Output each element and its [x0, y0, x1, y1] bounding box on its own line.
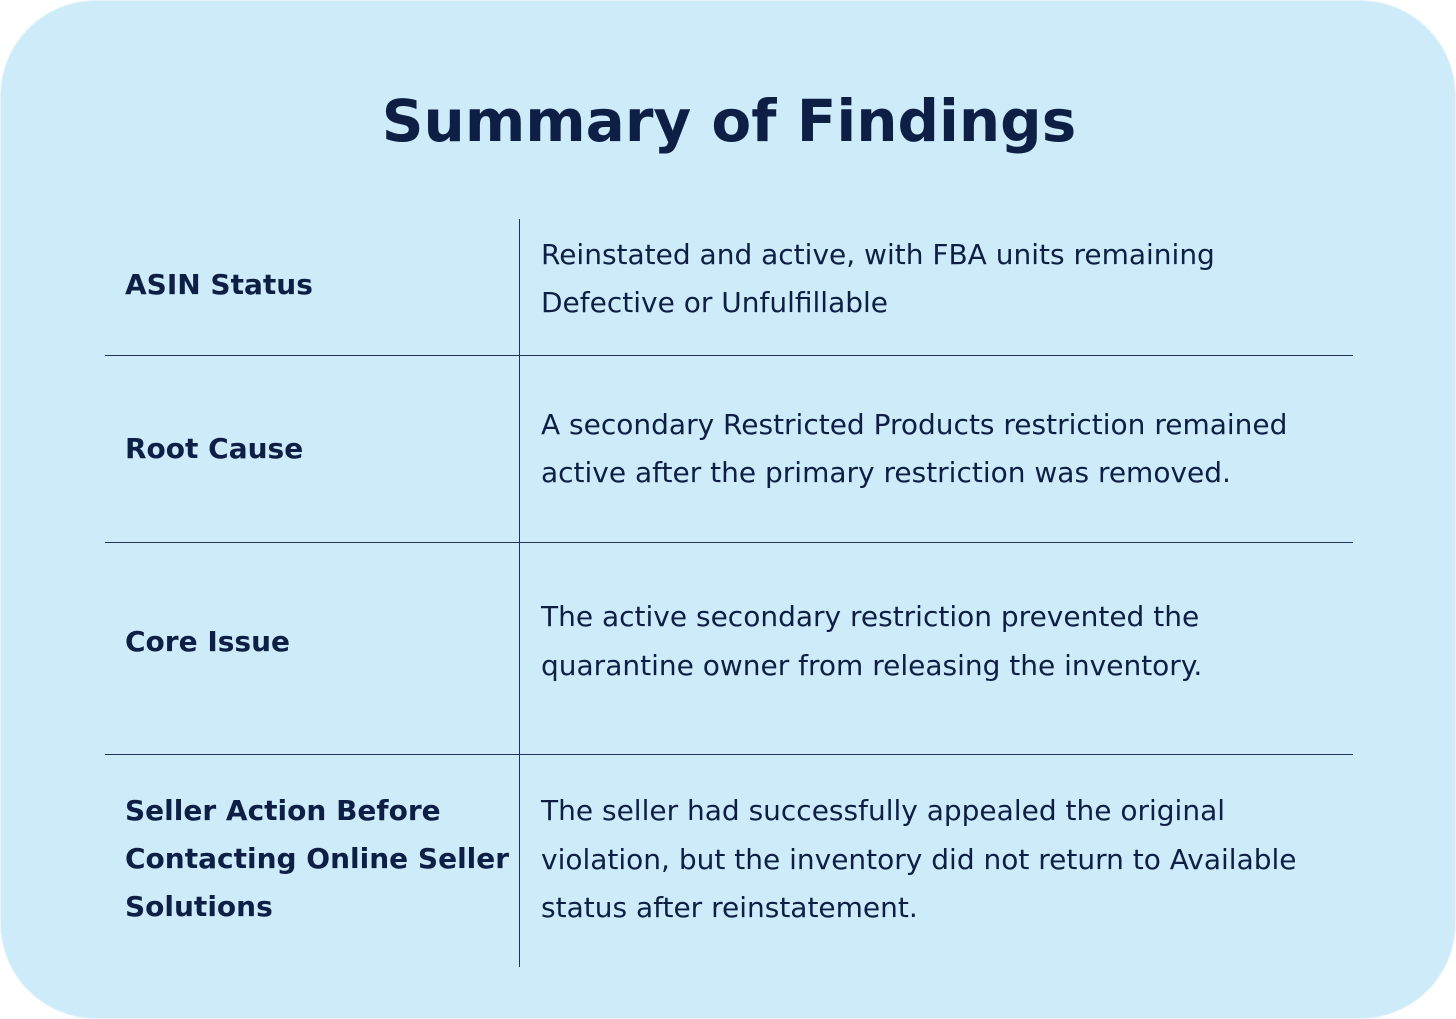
table-row-seller-action: Seller Action Before Contacting Online S… — [105, 755, 1353, 967]
table-row-asin-status: ASIN Status Reinstated and active, with … — [105, 219, 1353, 356]
row-value: Reinstated and active, with FBA units re… — [541, 237, 1215, 320]
row-label: Root Cause — [105, 356, 520, 542]
row-label: Core Issue — [105, 543, 520, 754]
findings-table: ASIN Status Reinstated and active, with … — [105, 219, 1353, 967]
row-label: ASIN Status — [105, 219, 520, 355]
page-title: Summary of Findings — [381, 87, 1077, 155]
row-value: A secondary Restricted Products restrict… — [541, 407, 1288, 490]
row-label: Seller Action Before Contacting Online S… — [105, 755, 520, 967]
table-row-root-cause: Root Cause A secondary Restricted Produc… — [105, 356, 1353, 543]
table-row-core-issue: Core Issue The active secondary restrict… — [105, 543, 1353, 755]
row-value: The active secondary restriction prevent… — [541, 600, 1203, 682]
row-value: The seller had successfully appealed the… — [541, 794, 1297, 924]
